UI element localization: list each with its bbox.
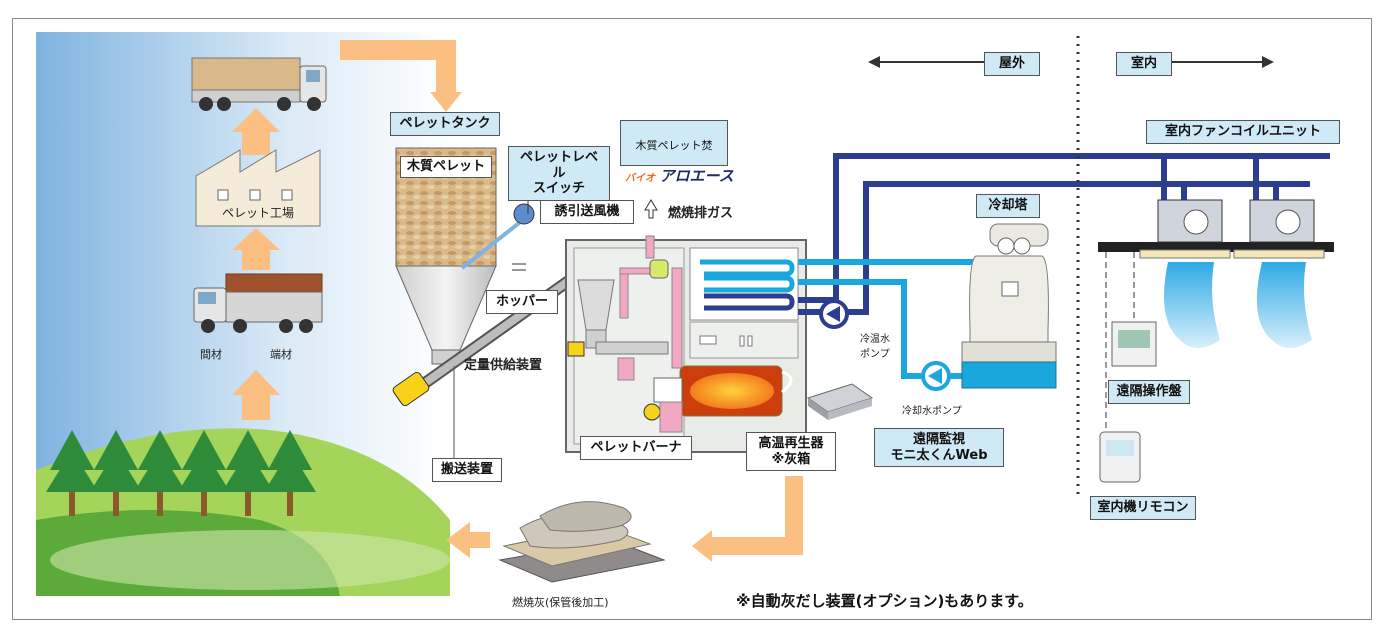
heat-exchanger-coil	[700, 259, 795, 311]
pellet-tank-label: ペレットタンク	[390, 112, 500, 136]
indoor-label: 室内	[1116, 52, 1172, 76]
forest-trees	[46, 430, 316, 516]
ash-bags-icon	[498, 501, 666, 583]
hopper-label: ホッパー	[486, 290, 558, 314]
outdoor-label: 屋外	[984, 52, 1040, 76]
remote-controller-device	[1099, 431, 1141, 483]
factory-icon	[195, 149, 321, 227]
fancoil-label: 室内ファンコイルユニット	[1146, 120, 1340, 144]
arrow-ash-left	[446, 522, 490, 558]
remote-control-label: 室内機リモコン	[1090, 496, 1196, 520]
ash-label: 燃焼灰(保管後加工)	[512, 596, 609, 609]
feeder-label: 定量供給装置	[464, 358, 543, 373]
remote-monitor-label: 遠隔監視 モニ太くんWeb	[874, 428, 1004, 468]
level-switch-device	[460, 196, 535, 270]
level-switch-label: ペレットレベル スイッチ	[508, 146, 610, 201]
chilled-pump-label: 冷温水 ポンプ	[860, 334, 890, 360]
conveyor-label: 搬送装置	[432, 458, 502, 482]
pump-icons	[819, 299, 951, 391]
arrow-to-tank	[340, 40, 456, 92]
brand-prefix: バイオ	[625, 173, 655, 185]
factory-label: ペレット工場	[222, 206, 295, 220]
airflow-mist	[1164, 262, 1312, 348]
supply-arrows	[232, 108, 280, 420]
brand-name: アロエース	[659, 167, 734, 186]
exhaust-gas-label: 燃焼排ガス	[668, 206, 734, 221]
wood-pellet-label: 木質ペレット	[400, 156, 492, 178]
fancoil-units	[1098, 199, 1334, 259]
brand-line1: 木質ペレット焚	[635, 138, 713, 152]
cooling-tower-label: 冷却塔	[976, 194, 1040, 218]
offcuts-label: 端材	[270, 348, 292, 361]
thinned-wood-label: 間材	[200, 348, 222, 361]
arrow-ash-down	[712, 476, 803, 555]
sky-background	[36, 32, 446, 484]
regenerator-label: 高温再生器 ※灰箱	[746, 432, 836, 472]
hill-shadow	[50, 530, 450, 590]
cooling-pump-label: 冷却水ポンプ	[902, 406, 962, 417]
induced-fan-label: 誘引送風機	[540, 200, 634, 224]
remote-panel-device	[1111, 321, 1157, 367]
cooling-tower	[961, 223, 1057, 389]
boiler-unit	[565, 235, 807, 453]
remote-monitor-device	[806, 383, 874, 420]
log-truck-icon	[193, 273, 323, 333]
pellet-truck-icon	[191, 57, 327, 111]
brand-box: 木質ペレット焚 バイオ アロエース	[620, 120, 734, 185]
exhaust-arrow	[644, 199, 658, 219]
remote-panel-label: 遠隔操作盤	[1108, 380, 1190, 404]
pellet-burner-label: ペレットバーナ	[580, 436, 692, 460]
note-text: ※自動灰だし装置(オプション)もあります。	[736, 592, 1033, 610]
